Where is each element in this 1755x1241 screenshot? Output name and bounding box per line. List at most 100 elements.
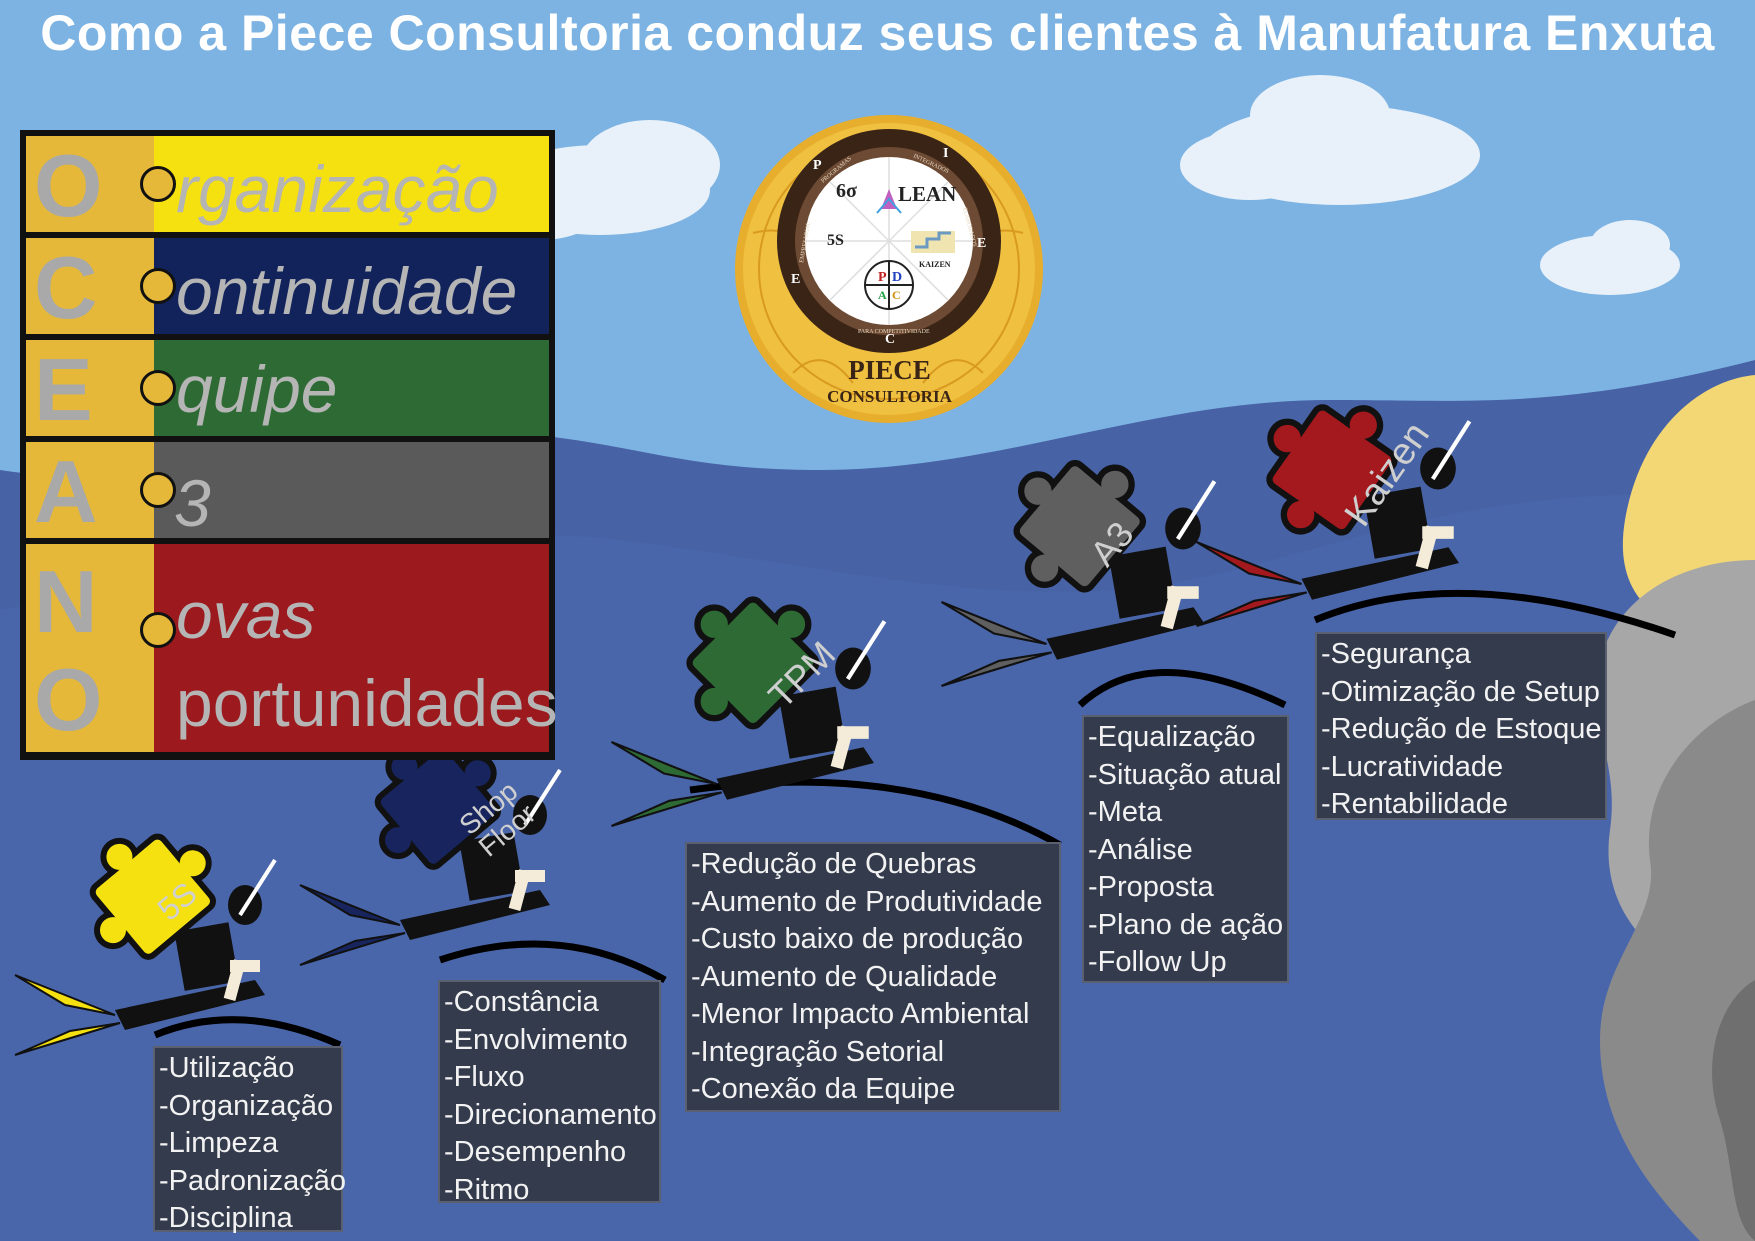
hair-streak xyxy=(1175,480,1217,541)
step-item: -Lucratividade xyxy=(1321,750,1504,783)
puzzle-knob xyxy=(140,166,176,202)
surfer-hand xyxy=(515,870,545,882)
oceano-row-novas-oportunidades: N O ovas portunidades xyxy=(26,544,558,752)
step-item: -Custo baixo de produção xyxy=(691,923,1024,955)
acrostic-word: rganização xyxy=(176,152,499,226)
pdca-letter: P xyxy=(878,270,887,285)
hair-streak xyxy=(523,768,562,827)
pdca-letter: C xyxy=(892,288,901,302)
surfer-body xyxy=(1363,486,1432,559)
oceano-row-a3: A 3 xyxy=(26,442,549,538)
step-item: -Organização xyxy=(159,1089,334,1122)
puzzle-knob xyxy=(140,472,176,508)
acrostic-word: quipe xyxy=(176,352,338,426)
surfer-figure xyxy=(299,743,562,966)
step-item: -Padronização xyxy=(159,1164,346,1197)
step-item: -Proposta xyxy=(1088,871,1214,903)
surfer-hand xyxy=(837,726,869,739)
step-item: -Menor Impacto Ambiental xyxy=(691,998,1030,1030)
puzzle-knob xyxy=(140,370,176,406)
hair-streak xyxy=(1430,420,1472,481)
pdca-letter: D xyxy=(892,270,902,285)
step-item: -Aumento de Qualidade xyxy=(691,960,998,993)
clouds xyxy=(480,75,1680,295)
surfer-figure xyxy=(1195,404,1472,628)
step-item: -Redução de Estoque xyxy=(1321,713,1602,745)
wake-streak xyxy=(14,1022,121,1056)
surfer-figure xyxy=(610,596,887,828)
step-box-a3: -Equalização -Situação atual -Meta -Anál… xyxy=(1082,715,1289,983)
step-item: -Conexão da Equipe xyxy=(691,1073,956,1105)
puzzle-knob xyxy=(140,268,176,304)
acrostic-word: ontinuidade xyxy=(176,254,518,328)
wake-streak xyxy=(611,791,723,828)
step-item: -Segurança xyxy=(1321,638,1471,670)
step-item: -Fluxo xyxy=(444,1061,525,1093)
logo-name: PIECE xyxy=(848,355,931,385)
puzzle-piece xyxy=(89,833,216,960)
step-item: -Aumento de Produtividade xyxy=(691,885,1043,918)
acrostic-letter: O xyxy=(34,650,103,749)
hair-streak xyxy=(845,620,887,681)
step-item: -Envolvimento xyxy=(444,1023,628,1056)
surfer-hand xyxy=(1422,526,1454,539)
tool-label: 6σ xyxy=(836,180,857,202)
step-box-kaizen: -Segurança -Otimização de Setup -Redução… xyxy=(1315,632,1607,820)
hair-streak xyxy=(238,858,277,917)
step-item: -Integração Setorial xyxy=(691,1035,945,1068)
wake-streak xyxy=(941,651,1053,688)
wake-streak xyxy=(1196,591,1308,628)
oceano-acrostic: O rganização C ontinuidade E quipe A 3 N… xyxy=(20,130,558,760)
step-box-tpm: -Redução de Quebras -Aumento de Produtiv… xyxy=(685,842,1061,1112)
page-title: Como a Piece Consultoria conduz seus cli… xyxy=(40,5,1715,61)
oceano-row-organizacao: O rganização xyxy=(26,136,549,232)
surfer-body xyxy=(778,686,847,759)
step-box-5s: -Utilização -Organização -Limpeza -Padro… xyxy=(153,1046,346,1234)
acrostic-letter: N xyxy=(34,552,98,651)
puzzle-knob xyxy=(140,612,176,648)
step-item: -Plano de ação xyxy=(1088,908,1284,941)
surfer-body xyxy=(174,922,239,991)
wake-streak xyxy=(1195,541,1302,586)
step-item: -Disciplina xyxy=(159,1202,293,1234)
logo-subname: CONSULTORIA xyxy=(827,387,952,406)
step-item: -Análise xyxy=(1088,833,1193,866)
tool-label: 5S xyxy=(827,232,844,249)
acrostic-letter: C xyxy=(34,238,98,337)
step-item: -Redução de Quebras xyxy=(691,848,977,880)
wake-streak xyxy=(14,974,116,1016)
surfer-figure xyxy=(14,833,277,1056)
step-item: -Situação atual xyxy=(1088,758,1282,791)
rock-base xyxy=(1712,980,1755,1241)
pdca-letter: A xyxy=(878,288,887,302)
step-item: -Direcionamento xyxy=(444,1098,657,1131)
surfer-figure xyxy=(940,459,1217,688)
acrostic-word: 3 xyxy=(174,466,211,540)
surfer-hand xyxy=(1167,586,1199,599)
step-item: -Ritmo xyxy=(444,1173,530,1206)
surfer-hand xyxy=(230,960,260,972)
tool-label: KAIZEN xyxy=(919,260,951,269)
ring-letter: P xyxy=(813,158,822,173)
acrostic-letter: A xyxy=(34,442,98,541)
step-item: -Limpeza xyxy=(159,1127,279,1159)
step-item: -Meta xyxy=(1088,796,1163,828)
acrostic-letter: E xyxy=(34,340,93,439)
step-item: -Equalização xyxy=(1088,721,1256,753)
step-item: -Desempenho xyxy=(444,1136,627,1168)
acrostic-letter: O xyxy=(34,136,103,235)
ring-text: PARA COMPETITIVIDADE xyxy=(858,329,930,335)
acrostic-word: ovas xyxy=(176,578,316,652)
step-item: -Otimização de Setup xyxy=(1321,675,1600,708)
puzzle-piece xyxy=(686,596,820,730)
puzzle-piece xyxy=(1266,404,1398,536)
step-item: -Utilização xyxy=(159,1052,295,1084)
piece-consultoria-logo: 6σ LEAN 5S KAIZEN P D A C P I E C E PROG… xyxy=(733,113,1046,426)
ring-letter: E xyxy=(977,236,986,251)
puzzle-piece xyxy=(374,743,501,870)
wake-streak xyxy=(299,884,401,926)
surfer-body xyxy=(1108,546,1177,619)
logo-emblem: 6σ LEAN 5S KAIZEN P D A C P I E C E PROG… xyxy=(735,115,1043,423)
step-box-shop-floor: -Constância -Envolvimento -Fluxo -Direci… xyxy=(438,980,661,1206)
